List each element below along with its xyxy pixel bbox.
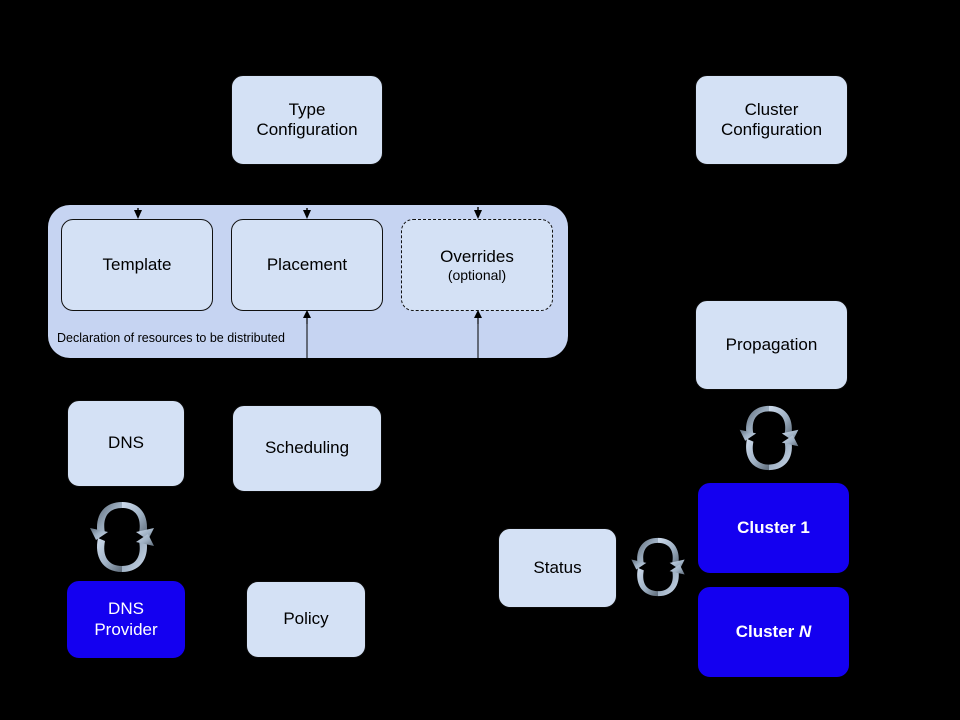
node-propagation-label: Propagation [725, 334, 818, 354]
connector-type-config-to-template [128, 166, 148, 220]
type-configuration-line2: Configuration [256, 120, 358, 139]
connector-type-config-to-placement [297, 166, 317, 220]
node-cluster-configuration[interactable]: Cluster Configuration [695, 75, 848, 165]
propagation-sync-icon [736, 398, 802, 478]
group-divider-right [477, 322, 479, 358]
group-caption: Declaration of resources to be distribut… [57, 331, 285, 345]
node-overrides[interactable]: Overrides (optional) [401, 219, 553, 311]
node-type-configuration-label: Type Configuration [256, 100, 357, 140]
connector-policy-to-overrides [468, 310, 488, 324]
status-sync-icon [628, 528, 688, 606]
cluster-configuration-line2: Configuration [720, 120, 823, 139]
node-policy[interactable]: Policy [246, 581, 366, 658]
group-divider-left [306, 322, 308, 358]
node-placement[interactable]: Placement [231, 219, 383, 311]
cluster-configuration-line1: Cluster [744, 99, 799, 119]
node-policy-label: Policy [283, 609, 329, 629]
node-template[interactable]: Template [61, 219, 213, 311]
node-template-label: Template [102, 254, 172, 274]
node-status-label: Status [533, 557, 582, 577]
connector-type-config-to-overrides [468, 186, 488, 220]
node-dns-provider[interactable]: DNS Provider [67, 581, 185, 658]
dns-provider-line1: DNS [108, 599, 144, 619]
node-cluster-n-label: Cluster N [736, 622, 812, 642]
node-dns[interactable]: DNS [67, 400, 185, 487]
node-cluster-configuration-label: Cluster Configuration [721, 100, 822, 140]
type-configuration-line1: Type [288, 99, 326, 119]
cluster-1-index: 1 [800, 517, 810, 537]
node-scheduling-label: Scheduling [264, 438, 350, 458]
dns-provider-line2: Provider [94, 619, 158, 639]
node-cluster-1[interactable]: Cluster 1 [698, 483, 849, 573]
node-propagation[interactable]: Propagation [695, 300, 848, 390]
node-dns-provider-label: DNS Provider [94, 599, 157, 639]
connector-scheduling-to-placement [297, 310, 317, 324]
cluster-n-index: N [799, 621, 812, 641]
node-placement-label: Placement [266, 254, 348, 274]
node-cluster-n[interactable]: Cluster N [698, 587, 849, 677]
node-status[interactable]: Status [498, 528, 617, 608]
node-overrides-label: Overrides (optional) [440, 247, 514, 284]
node-cluster-1-label: Cluster 1 [737, 518, 810, 538]
cluster-n-prefix: Cluster [735, 621, 799, 641]
node-overrides-title: Overrides [440, 246, 514, 266]
node-scheduling[interactable]: Scheduling [232, 405, 382, 492]
cluster-1-prefix: Cluster [737, 517, 801, 537]
node-type-configuration[interactable]: Type Configuration [231, 75, 383, 165]
dns-sync-icon [86, 496, 158, 578]
node-dns-label: DNS [108, 433, 144, 453]
node-overrides-sublabel: (optional) [447, 266, 507, 283]
